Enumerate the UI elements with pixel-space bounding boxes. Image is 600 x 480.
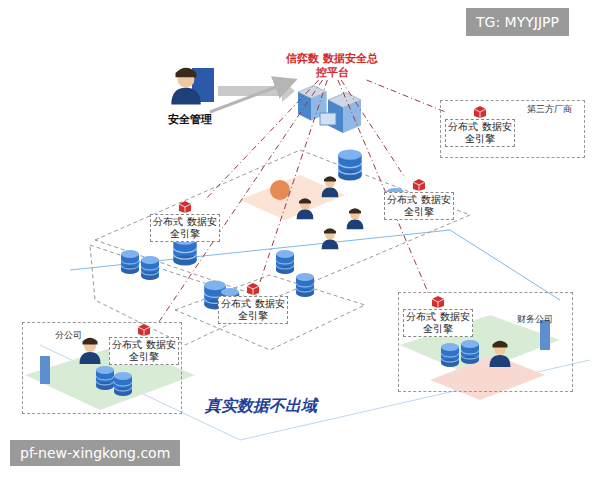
region-label: 财务公司	[517, 313, 553, 326]
engine-box: 分布式 数据安全引擎	[109, 323, 179, 365]
engine-box: 分布式 数据安全引擎	[150, 200, 220, 242]
node-label: 分布式 数据安全引擎	[403, 309, 473, 337]
slogan: 真实数据不出域	[205, 396, 317, 417]
region-label: 第三方厂商	[527, 103, 572, 116]
engine-box: 分布式 数据安全引擎	[218, 282, 288, 324]
actor-box: 安全管理	[168, 112, 212, 127]
command-arrow	[210, 80, 295, 112]
node-label: 分布式 数据安全引擎	[445, 119, 515, 147]
region-box: 第三方厂商分布式 数据安全引擎	[440, 100, 585, 158]
control-link	[260, 80, 327, 282]
engine-icon	[136, 323, 152, 337]
watermark: TG: MYYJJPP	[466, 8, 569, 36]
engine-icon	[245, 282, 261, 296]
region-box: 财务公司 分布式 数据安全引擎	[398, 292, 573, 392]
engine-icon	[430, 295, 446, 309]
control-link	[341, 80, 405, 178]
engine-box: 分布式 数据安全引擎	[445, 105, 515, 147]
node-label: 信弈数 数据安全总控平台	[282, 52, 382, 80]
node-label: 分布式 数据安全引擎	[150, 214, 220, 242]
node-label: 分布式 数据安全引擎	[218, 296, 288, 324]
watermark: pf-new-xingkong.com	[10, 440, 180, 466]
engine-box: 分布式 数据安全引擎	[403, 295, 473, 337]
control-link	[338, 80, 429, 295]
platform-box: 信弈数 数据安全总控平台	[282, 52, 382, 80]
engine-icon	[472, 105, 488, 119]
engine-icon	[177, 200, 193, 214]
region-label: 分公司	[55, 329, 82, 342]
engine-box: 分布式 数据安全引擎	[384, 178, 454, 220]
node-label: 分布式 数据安全引擎	[384, 192, 454, 220]
control-link	[205, 80, 319, 200]
node-label: 分布式 数据安全引擎	[109, 337, 179, 365]
control-link	[158, 80, 322, 323]
engine-icon	[411, 178, 427, 192]
node-label: 安全管理	[168, 112, 212, 127]
control-link	[367, 80, 445, 112]
region-box: 分公司分布式 数据安全引擎	[22, 322, 182, 414]
